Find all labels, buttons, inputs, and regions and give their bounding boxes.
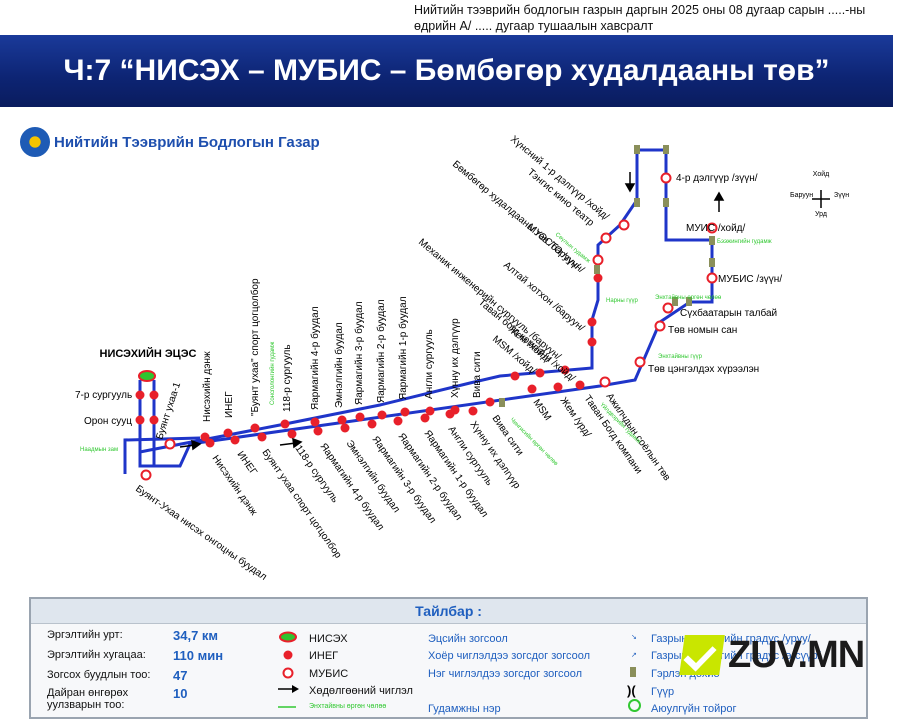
legend-title: Тайлбар : [31,599,866,624]
traffic-light-icons [499,145,715,407]
legend-direction-label: Хөдөлгөөний чиглэл [309,685,413,697]
stat-length-label: Эргэлтийн урт: [47,629,123,641]
legend-one-way-label: МУБИС [309,668,349,680]
label-school-118: 118-р сургууль [282,344,293,412]
order-note-line1: Нийтийн тээврийн бодлогын газрын даргын … [414,3,866,17]
route-title: Ч:7 “НИСЭХ – МУБИС – Бөмбөгөр худалдааны… [63,54,830,87]
label-stadium: Төв цэнгэлдэх хүрээлэн [648,364,759,375]
traffic-light-icon [630,667,636,677]
stat-length-value: 34,7 км [173,628,219,643]
slope-up-icon: ↗ [631,652,637,659]
street-enkhtaivan: Энхтайвны өргөн чөлөө [655,294,722,301]
order-note-line2: өдрийн А/ ..... дугаар тушаалын хавсралт [414,19,654,33]
label-nisekh-denj: Нисэхийн дэнж [202,351,213,422]
label-khunsnii: Хүнсний 1-р дэлгүүр /хойд/ [508,134,611,223]
compass-south: Урд [815,211,827,218]
terminal-label: НИСЭХИЙН ЭЦЭС [100,347,197,360]
order-note: Нийтийн тээврийн бодлогын газрын даргын … [414,2,894,34]
stat-time-label: Эргэлтийн хугацаа: [47,649,146,661]
legend-panel: Тайлбар : Эргэлтийн урт: 34,7 км Эргэлти… [29,597,868,719]
label-yaarmag-2: Яармагийн 2-р буудал [375,299,387,403]
label-muis: МУИС /хойд/ [686,223,746,234]
label-yaarmag-4: Яармагийн 4-р буудал [309,306,321,410]
label-lower-ineg: ИНЕГ [235,449,260,477]
terminal-stop: НИСЭХИЙН ЭЦЭС [100,347,197,382]
label-library: Төв номын сан [668,325,737,336]
street-sonsgolon: Сонсголонгийн гудамж [269,342,276,405]
legend-one-way-desc: Нэг чиглэлдээ зогсдог зогсоол [428,668,583,680]
label-lower-msm: MSM [531,397,553,422]
right-stops: 4-р дэлгүүр /зүүн/ МУИС /хойд/ МУБИС /зү… [634,172,782,375]
title-banner: Ч:7 “НИСЭХ – МУБИС – Бөмбөгөр худалдааны… [0,35,893,107]
label-yaarmag-1: Яармагийн 1-р буудал [397,296,409,400]
lower-stop-labels: Буянт-Ухаа нисэх онгоцны буудал Нисэхийн… [133,391,672,582]
label-ineg: ИНЕГ [224,391,235,418]
label-khunnu: Хүнну их дэлгүүр [450,318,461,398]
legend-two-way-label: ИНЕГ [309,650,339,662]
legend-two-way-desc: Хоёр чиглэлдээ зогсдог зогсоол [428,650,591,662]
lower-stops [205,376,611,448]
label-english-school: Англи сургууль [424,329,435,399]
legend-symbols [278,631,299,708]
agency-header: Нийтийн Тээврийн Бодлогын Газар [20,127,320,157]
legend-street-sample: Энхтайвны өргөн чөлөө [309,703,387,710]
compass-west: Баруун [790,192,813,199]
bridge-icon: )( [627,683,636,698]
upper-stops [200,405,478,442]
stat-time-value: 110 мин [173,648,224,663]
checkmark-icon [679,635,725,675]
legend-bridge: Гүүр [651,686,675,698]
watermark-text: ZUV.MN [728,633,865,676]
label-viva-city: Вива сити [472,351,483,398]
stat-stops-label: Зогсох буудлын тоо: [47,669,151,681]
stop-7-school: 7-р сургууль [75,390,132,401]
street-enkhtaivan-bridge: Энхтайвны гүүр [658,353,703,360]
legend-street-desc: Гудамжны нэр [428,703,501,715]
compass-north: Хойд [813,170,829,178]
legend-terminal-label: НИСЭХ [309,633,348,645]
roundabout-icon [628,699,641,712]
street-beijing: Бээжингийн гудамж [717,238,772,245]
route-map: Хойд Урд Зүүн Баруун НИСЭХИЙН ЭЦЭС 7-р с… [75,134,849,583]
label-sport-complex: "Буянт ухаа" спорт цогцолбор [249,278,261,416]
agency-name: Нийтийн Тээврийн Бодлогын Газар [54,133,320,151]
agency-emblem-icon [20,127,50,157]
label-sukhbaatar: Сүхбаатарын талбай [680,307,777,319]
middle-stops [510,219,630,381]
label-hospital: Эмнэлгийн буудал [333,322,345,408]
legend-terminal-desc: Эцсийн зогсоол [428,633,508,645]
stat-intersections-value: 10 [173,686,188,701]
stat-stops-value: 47 [173,668,188,683]
upper-stop-labels: Нисэхийн дэнж ИНЕГ "Буянт ухаа" спорт цо… [202,278,483,422]
street-narny-bridge: Нарны гүүр [606,298,638,304]
stop-buyant-ukhaa1: Буянт ухаа-1 [154,381,183,441]
slope-down-icon: ↘ [631,634,637,641]
label-store-4: 4-р дэлгүүр /зүүн/ [676,173,758,184]
stat-intersections-label: Дайран өнгөрөх уулзварын тоо: [47,687,129,711]
direction-arrows [179,172,725,451]
label-mubis: МУБИС /зүүн/ [718,274,782,285]
label-yaarmag-3: Яармагийн 3-р буудал [353,301,365,405]
street-naadam: Наадмын зам [80,447,118,453]
watermark-logo: ZUV.MN [679,630,865,680]
stop-apartment: Орон сууц [84,416,132,427]
compass-east: Зүүн [834,192,849,199]
legend-roundabout: Аюулгүйн тойрог [651,703,737,715]
compass: Хойд Урд Зүүн Баруун [790,170,849,218]
label-lower-hospital: Эмнэлгийн буудал [344,438,403,515]
